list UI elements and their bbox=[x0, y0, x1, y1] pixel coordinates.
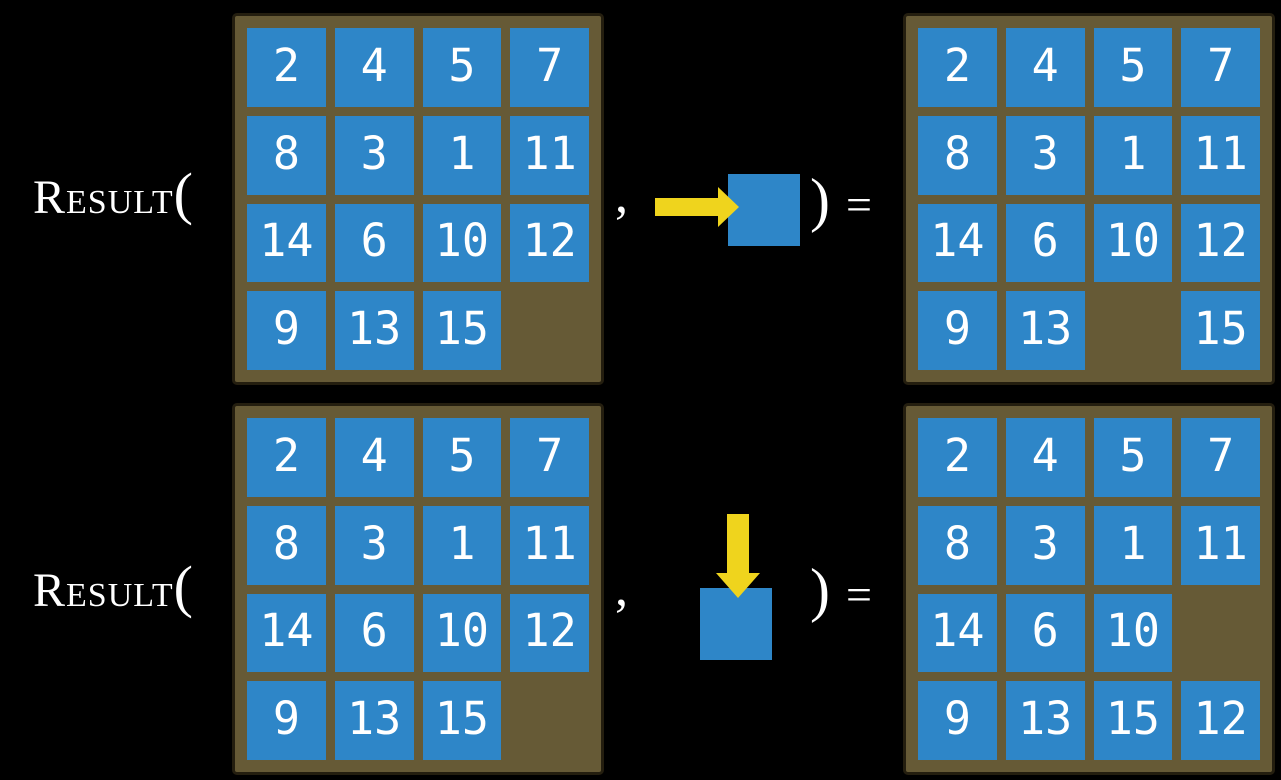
comma: , bbox=[615, 167, 628, 224]
tile-7: 7 bbox=[510, 418, 589, 497]
tile-10: 10 bbox=[422, 203, 502, 283]
equals-sign: = bbox=[845, 179, 872, 230]
tile-6: 6 bbox=[1005, 593, 1085, 673]
open-paren: ( bbox=[173, 554, 193, 619]
tile-9: 9 bbox=[918, 681, 997, 760]
empty-cell bbox=[1181, 594, 1260, 673]
tile-14: 14 bbox=[247, 593, 326, 673]
tile-1: 1 bbox=[1093, 115, 1173, 195]
tile-3: 3 bbox=[334, 115, 414, 195]
tile-13: 13 bbox=[334, 681, 414, 760]
action-tile-square bbox=[728, 174, 800, 246]
comma: , bbox=[615, 560, 628, 617]
tile-2: 2 bbox=[918, 418, 997, 497]
tile-7: 7 bbox=[510, 28, 589, 107]
tile-8: 8 bbox=[918, 115, 997, 195]
function-name: Result bbox=[33, 171, 174, 224]
tile-15: 15 bbox=[422, 291, 502, 370]
tile-10: 10 bbox=[422, 593, 502, 673]
slide-down-arrow-icon bbox=[716, 514, 760, 598]
tile-12: 12 bbox=[1181, 203, 1260, 283]
tile-9: 9 bbox=[247, 291, 326, 370]
tile-11: 11 bbox=[510, 115, 589, 195]
tile-1: 1 bbox=[422, 115, 502, 195]
close-paren: ) bbox=[810, 557, 830, 623]
tile-4: 4 bbox=[1005, 28, 1085, 107]
tile-5: 5 bbox=[1093, 28, 1173, 107]
tile-4: 4 bbox=[334, 28, 414, 107]
tile-12: 12 bbox=[510, 203, 589, 283]
tile-6: 6 bbox=[334, 593, 414, 673]
tile-13: 13 bbox=[1005, 681, 1085, 760]
tile-7: 7 bbox=[1181, 418, 1260, 497]
tile-12: 12 bbox=[510, 593, 589, 673]
tile-1: 1 bbox=[1093, 505, 1173, 585]
function-name: Result bbox=[33, 564, 174, 617]
slide-right-arrow-icon bbox=[655, 187, 739, 227]
action-tile-square bbox=[700, 588, 772, 660]
open-paren: ( bbox=[173, 161, 193, 226]
tile-2: 2 bbox=[247, 28, 326, 107]
tile-3: 3 bbox=[334, 505, 414, 585]
tile-2: 2 bbox=[918, 28, 997, 107]
equals-sign: = bbox=[845, 569, 872, 620]
tile-13: 13 bbox=[334, 291, 414, 370]
tile-15: 15 bbox=[1181, 291, 1260, 370]
tile-5: 5 bbox=[1093, 418, 1173, 497]
tile-4: 4 bbox=[334, 418, 414, 497]
closing-group: )= bbox=[810, 170, 872, 230]
tile-5: 5 bbox=[422, 28, 502, 107]
tile-8: 8 bbox=[247, 115, 326, 195]
tile-11: 11 bbox=[1181, 505, 1260, 585]
tile-10: 10 bbox=[1093, 593, 1173, 673]
tile-3: 3 bbox=[1005, 505, 1085, 585]
tile-14: 14 bbox=[247, 203, 326, 283]
tile-3: 3 bbox=[1005, 115, 1085, 195]
tile-6: 6 bbox=[1005, 203, 1085, 283]
tile-9: 9 bbox=[918, 291, 997, 370]
tile-5: 5 bbox=[422, 418, 502, 497]
result-function-label: Result( bbox=[33, 558, 193, 616]
tile-15: 15 bbox=[1093, 681, 1173, 760]
tile-13: 13 bbox=[1005, 291, 1085, 370]
tile-11: 11 bbox=[1181, 115, 1260, 195]
tile-10: 10 bbox=[1093, 203, 1173, 283]
tile-6: 6 bbox=[334, 203, 414, 283]
tile-9: 9 bbox=[247, 681, 326, 760]
empty-cell bbox=[510, 681, 589, 760]
tile-14: 14 bbox=[918, 593, 997, 673]
tile-4: 4 bbox=[1005, 418, 1085, 497]
closing-group: )= bbox=[810, 560, 872, 620]
tile-11: 11 bbox=[510, 505, 589, 585]
tile-7: 7 bbox=[1181, 28, 1260, 107]
close-paren: ) bbox=[810, 167, 830, 233]
tile-14: 14 bbox=[918, 203, 997, 283]
tile-2: 2 bbox=[247, 418, 326, 497]
tile-12: 12 bbox=[1181, 681, 1260, 760]
result-function-label: Result( bbox=[33, 165, 193, 223]
tile-1: 1 bbox=[422, 505, 502, 585]
tile-15: 15 bbox=[422, 681, 502, 760]
tile-8: 8 bbox=[918, 505, 997, 585]
tile-8: 8 bbox=[247, 505, 326, 585]
